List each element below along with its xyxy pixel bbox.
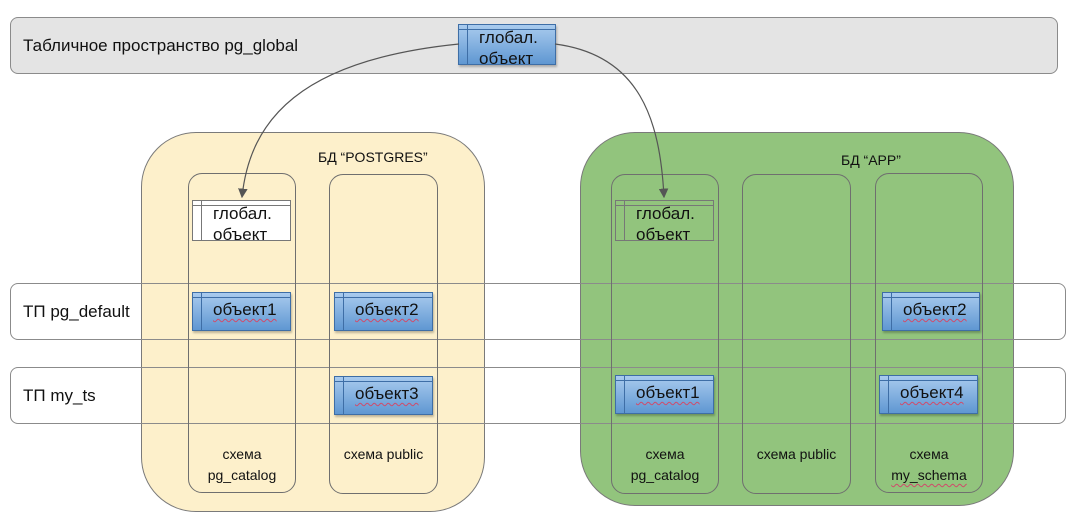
global-object-postgres: глобал. объект	[192, 200, 291, 244]
schema-column-app-my-schema	[875, 173, 983, 493]
schema-column-app-pg-catalog	[611, 174, 719, 494]
schema-label-postgres-pg-catalog: схема pg_catalog	[207, 446, 277, 483]
tablespace-pg-default	[10, 283, 1066, 340]
schema-label-postgres-public: схема public	[343, 446, 424, 462]
object-app-obj1: объект1	[615, 375, 714, 414]
tablespace-my-ts	[10, 367, 1066, 424]
database-app-title: БД “APP”	[841, 152, 901, 168]
schema-column-app-public	[742, 174, 851, 494]
object-app-obj4: объект4	[879, 375, 978, 414]
database-postgres-title: БД “POSTGRES”	[318, 149, 428, 165]
object-postgres-obj2: объект2	[334, 292, 433, 331]
global-object-main: глобал. объект	[458, 24, 556, 68]
tablespace-my-ts-label: ТП my_ts	[23, 386, 96, 405]
global-object-app: глобал. объект	[615, 200, 714, 244]
tablespace-pg-global-label: Табличное пространство pg_global	[23, 36, 299, 55]
object-postgres-obj3: объект3	[334, 376, 433, 415]
object-postgres-obj1: объект1	[192, 292, 291, 331]
schema-label-app-pg-catalog: схема pg_catalog	[630, 446, 700, 483]
object-app-obj2: объект2	[882, 292, 980, 331]
schema-label-app-public: схема public	[756, 446, 837, 462]
schema-label-app-my-schema: схема my_schema	[891, 446, 967, 483]
tablespace-pg-default-label: ТП pg_default	[23, 302, 130, 321]
